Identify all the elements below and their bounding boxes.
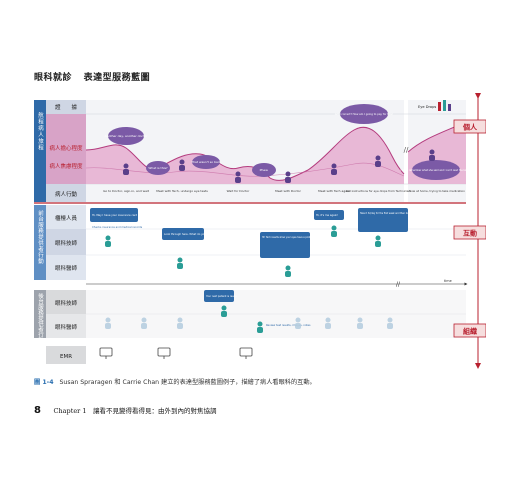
lane-tech-front [46,229,86,255]
svg-text:Another day, another doctor: Another day, another doctor [105,134,148,138]
backstage-note-review: Review test results, images, notes [266,323,311,327]
lane-evidence [46,100,86,114]
service-blueprint-figure: 航程病人旅程 證 據 病人擔心程度 病人焦慮程度 病人行動 前台服務提供者行動 … [34,93,486,369]
lane-tech-front-label: 眼科技師 [55,239,78,247]
staff-bubble-receptionist: Hi, May I have your insurance card and I… [90,208,167,222]
backstage-person-icon [221,305,263,333]
backstage-faded-person-icon [105,317,393,329]
figure-number: 圖 1-4 [34,379,54,386]
tag-individual: 個人 [453,119,486,134]
staff-bubble-instructions: Take it 3x/day for the first week and th… [358,208,476,232]
patient-action-5: Meet with Tech again [318,189,350,193]
staff-bubble-doctor-results: Hi! Tech results show your eyes have a p… [260,232,415,258]
worry-bubble-6: I don't remember what she said and I can… [400,160,472,180]
staff-bubble-doctor-intro: Hi, it's me again! [314,210,344,220]
worry-bubble-5: Am I correct? How am I going to pay for … [335,104,394,124]
staff-bubble-tech: Look through here. What do you see? [162,228,213,240]
figure-caption: 圖 1-4 Susan Spraragen 和 Carrie Chan 建立的表… [34,377,316,386]
worry-bubble-1: Another day, another doctor [105,127,148,145]
chapter-title: Chapter 1 讓看不見變得看得見：由外到內的對焦協調 [53,407,217,415]
lane-receptionist-label: 櫃檯人員 [55,214,78,222]
lane-evidence-label: 證 據 [55,103,78,111]
lane-action [46,184,86,202]
svg-text:互動: 互動 [463,229,477,238]
staff-note-insurance: Checks insurance and medical records [92,225,143,229]
page-heading: 眼科就診 表達型服務藍圖 [34,70,150,83]
svg-text:Look through here. What do you: Look through here. What do you see? [164,232,213,236]
figure-caption-text: Susan Spraragen 和 Carrie Chan 建立的表達型服務藍圖… [59,379,316,386]
svg-text:Hi! Tech results show your eye: Hi! Tech results show your eyes have a p… [262,236,415,239]
lane-doctor-front [46,255,86,280]
lane-doctor-back-label: 眼科醫師 [55,323,78,331]
svg-text:Hi, it's me again!: Hi, it's me again! [316,213,338,217]
worry-bubble-3: That wasn't so bad. [190,155,221,169]
svg-text:組織: 組織 [463,327,477,336]
lane-doctor-front-label: 眼科醫師 [55,264,78,272]
lane-group-frontstage-label: 前台服務提供者行動 [37,209,44,265]
patient-action-2: Meet with Tech, undergo eye tests [156,189,208,193]
timeline-break-mark: // [396,281,401,288]
svg-text:Am I correct? How am I going t: Am I correct? How am I going to pay for … [335,112,394,116]
svg-text:What is this?: What is this? [148,166,168,170]
page-number: 8 [34,405,41,416]
lane-action-label: 病人行動 [55,190,78,198]
eye-drops-icon [438,100,451,111]
patient-action-3: Wait for Doctor [227,189,250,193]
tag-interaction: 互動 [453,225,486,240]
svg-text:個人: 個人 [462,123,478,132]
lane-emr-label: EMR [60,354,72,360]
lane-worry [46,114,86,184]
lane-emr [46,346,86,364]
staff-person-icon [105,225,381,277]
emr-monitor-icon [99,347,253,359]
journey-break-mark: // [404,146,409,154]
backstage-bubble-ready: Your next patient is ready. [204,290,237,302]
svg-text:That wasn't so bad.: That wasn't so bad. [190,160,220,164]
worry-bubble-2: What is this? [146,161,170,175]
lane-receptionist [46,205,86,229]
lane-worry-label: 病人擔心程度 [49,144,83,152]
lane-doctor-back [46,314,86,338]
lane-group-backstage [34,290,46,338]
lane-group-patient [34,100,46,202]
page-heading-part1: 眼科就診 [34,73,73,83]
evidence-label: Eye Drops [418,105,436,109]
lane-tech-back-label: 眼科技師 [55,299,78,307]
patient-action-1: Go to Doctor, sign-in, and wait [103,189,150,193]
patient-action-4: Meet with Doctor [275,189,302,193]
lane-pain-label: 病人焦慮程度 [49,162,83,170]
patient-action-7: Now at home, trying to take medication [409,189,465,193]
svg-text:Your next patient is ready.: Your next patient is ready. [206,295,237,298]
page-footer: 8 Chapter 1 讓看不見變得看得見：由外到內的對焦協調 [34,405,216,416]
svg-text:I don't remember what she said: I don't remember what she said and I can… [400,169,471,172]
patient-action-6: Get instructions for eye drops from Tech… [346,189,411,193]
svg-text:Take it 3x/day for the first w: Take it 3x/day for the first week and th… [360,212,476,215]
timeline-label: time [444,279,452,283]
svg-text:Phew.: Phew. [260,168,269,172]
svg-text:Hi, May I have your insurance: Hi, May I have your insurance card and I… [92,213,167,217]
patient-person-icon [123,149,435,183]
lane-tech-back [46,290,86,314]
tag-organization: 組織 [453,323,486,338]
lane-group-patient-label: 航程病人旅程 [37,111,44,152]
page-heading-part2: 表達型服務藍圖 [83,73,151,83]
lane-group-backstage-label: 後台服務提供者行動 [37,292,44,344]
lane-group-frontstage [34,205,46,280]
worry-bubble-4: Phew. [252,163,276,177]
